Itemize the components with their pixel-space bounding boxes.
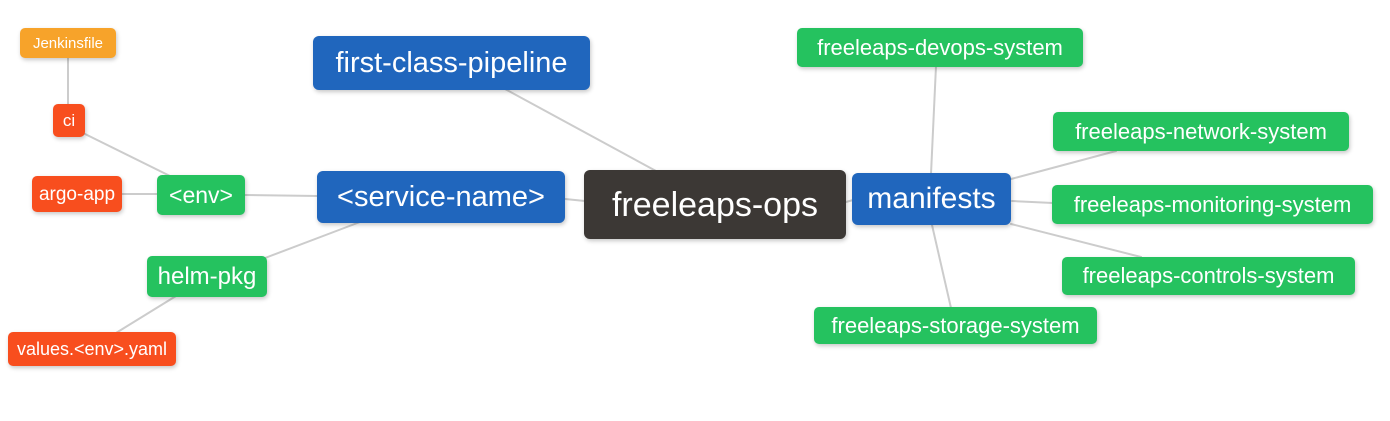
- node-monitoring-system[interactable]: freeleaps-monitoring-system: [1052, 185, 1373, 224]
- edge-manifests-to-monitoring-system: [1011, 200, 1054, 204]
- edge-ci-to-env: [82, 132, 173, 178]
- edge-service-name-to-helm-pkg: [264, 221, 361, 259]
- node-jenkinsfile[interactable]: Jenkinsfile: [20, 28, 116, 58]
- node-ci[interactable]: ci: [53, 104, 85, 137]
- edge-env-to-service-name: [244, 194, 319, 197]
- edge-manifests-to-network-system: [1010, 150, 1117, 180]
- edge-first-class-pipeline-to-freeleaps-ops: [504, 88, 657, 172]
- node-storage-system[interactable]: freeleaps-storage-system: [814, 307, 1097, 344]
- edge-manifests-to-controls-system: [1010, 223, 1142, 258]
- node-devops-system[interactable]: freeleaps-devops-system: [797, 28, 1083, 67]
- node-manifests[interactable]: manifests: [852, 173, 1011, 225]
- edge-service-name-to-freeleaps-ops: [564, 198, 586, 202]
- edge-devops-system-to-manifests: [930, 65, 937, 175]
- edge-helm-pkg-to-values-env-yaml: [115, 295, 177, 334]
- node-first-class-pipeline[interactable]: first-class-pipeline: [313, 36, 590, 90]
- edge-manifests-to-storage-system: [931, 224, 952, 309]
- edge-freeleaps-ops-to-manifests: [845, 199, 854, 203]
- node-service-name[interactable]: <service-name>: [317, 171, 565, 223]
- node-helm-pkg[interactable]: helm-pkg: [147, 256, 267, 297]
- node-freeleaps-ops[interactable]: freeleaps-ops: [584, 170, 846, 239]
- node-values-env-yaml[interactable]: values.<env>.yaml: [8, 332, 176, 366]
- node-network-system[interactable]: freeleaps-network-system: [1053, 112, 1349, 151]
- node-controls-system[interactable]: freeleaps-controls-system: [1062, 257, 1355, 295]
- node-argo-app[interactable]: argo-app: [32, 176, 122, 212]
- node-env[interactable]: <env>: [157, 175, 245, 215]
